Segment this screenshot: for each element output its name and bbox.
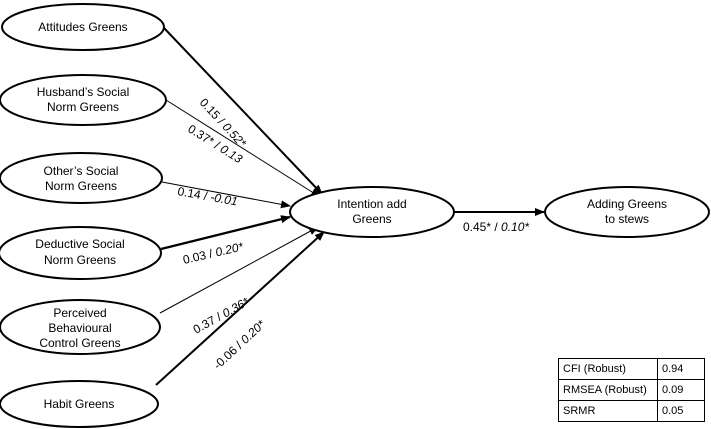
edge-label-habit: -0.06 / 0.20* [210, 317, 268, 372]
edge-pbc-intention [159, 226, 319, 314]
fit-indices-table: CFI (Robust) 0.94 RMSEA (Robust) 0.09 SR… [558, 358, 705, 422]
svg-text:Norm Greens: Norm Greens [47, 100, 119, 114]
edge-habit-intention [155, 231, 325, 386]
svg-text:Attitudes Greens: Attitudes Greens [38, 20, 127, 34]
fit-label: SRMR [558, 400, 658, 422]
fit-value: 0.05 [657, 400, 705, 422]
fit-row-cfi: CFI (Robust) 0.94 [558, 358, 705, 380]
edge-label-intention: 0.45* / 0.10* [463, 220, 529, 234]
svg-text:Other’s Social: Other’s Social [44, 164, 119, 178]
node-others-social-norm: Other’s Social Norm Greens [0, 152, 163, 204]
svg-text:Greens: Greens [352, 212, 391, 226]
fit-row-rmsea: RMSEA (Robust) 0.09 [558, 379, 705, 401]
fit-value: 0.94 [657, 358, 705, 380]
node-habit-greens: Habit Greens [0, 380, 159, 428]
node-intention-add-greens: Intention add Greens [289, 186, 455, 238]
edge-others-intention [161, 181, 291, 209]
svg-text:Norm Greens: Norm Greens [44, 253, 116, 267]
node-attitudes-greens: Attitudes Greens [1, 3, 165, 51]
svg-text:Intention add: Intention add [337, 197, 406, 211]
fit-value: 0.09 [657, 379, 705, 401]
svg-text:to stews: to stews [605, 212, 649, 226]
fit-label: CFI (Robust) [558, 358, 658, 380]
edge-label-deductive: 0.03 / 0.20* [182, 239, 245, 267]
edge-label-pbc: 0.37 / 0.36* [191, 294, 252, 336]
svg-text:Perceived: Perceived [53, 306, 106, 320]
svg-text:Adding Greens: Adding Greens [587, 197, 667, 211]
edge-deductive-intention [160, 215, 291, 251]
fit-label: RMSEA (Robust) [558, 379, 658, 401]
fit-row-srmr: SRMR 0.05 [558, 400, 705, 422]
node-adding-greens-to-stews: Adding Greens to stews [544, 186, 710, 238]
edge-husband-intention [165, 99, 321, 198]
svg-text:Control Greens: Control Greens [39, 336, 120, 350]
node-deductive-social-norm: Deductive Social Norm Greens [0, 226, 162, 280]
svg-text:Behavioural: Behavioural [48, 321, 111, 335]
edge-attitudes-intention [163, 27, 323, 195]
svg-text:Husband’s Social: Husband’s Social [37, 85, 130, 99]
edge-label-others: 0.14 / -0.01 [176, 184, 238, 208]
svg-text:Habit Greens: Habit Greens [44, 397, 115, 411]
node-perceived-behavioural-control: Perceived Behavioural Control Greens [0, 299, 161, 355]
svg-text:Norm Greens: Norm Greens [45, 179, 117, 193]
svg-text:Deductive Social: Deductive Social [35, 237, 124, 251]
node-husband-social-norm: Husband’s Social Norm Greens [0, 74, 167, 126]
